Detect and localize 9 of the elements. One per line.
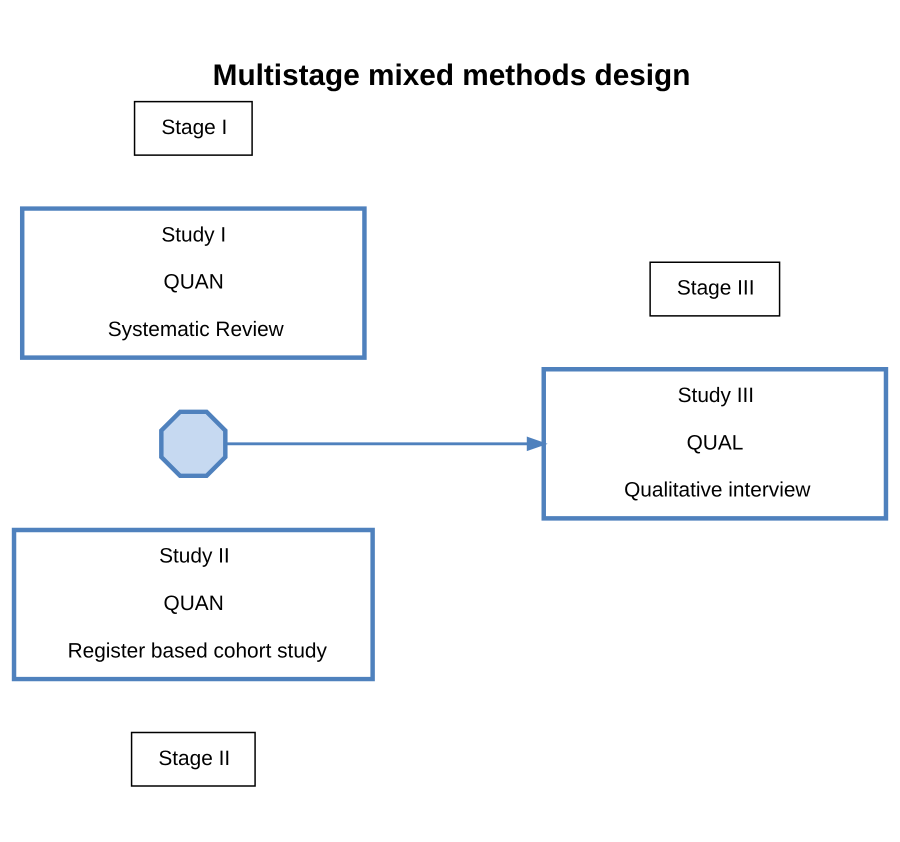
node-box: Stage I: [134, 100, 253, 156]
arrow: [226, 436, 548, 451]
node-box: Study II QUAN Register based cohort study: [12, 527, 375, 681]
node-box: Study III QUAL Qualitative interview: [542, 366, 888, 520]
node-box: Study I QUAN Systematic Review: [20, 206, 367, 360]
node-box: Stage III: [649, 261, 780, 316]
node-cross: [159, 409, 228, 478]
diagram-title: Multistage mixed methods design: [212, 58, 690, 92]
node-box: Stage II: [130, 731, 256, 786]
